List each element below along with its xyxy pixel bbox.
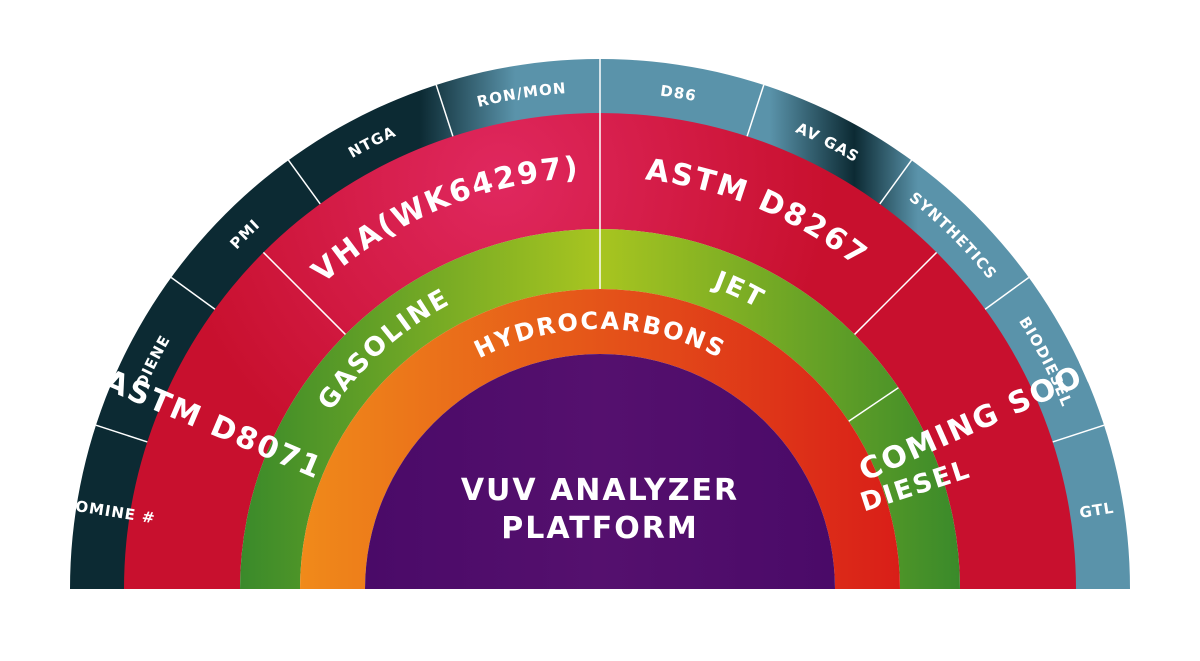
segment-dividers [95, 59, 1105, 443]
astm-divider [854, 251, 938, 335]
outer-ring [70, 59, 1130, 589]
center-title-line2: PLATFORM [501, 511, 698, 546]
outer-divider [95, 424, 148, 443]
fuel-ring [240, 229, 960, 589]
hydrocarbons-ring [300, 289, 900, 589]
outer-divider [287, 159, 321, 205]
center-title-line1: VUV ANALYZER [461, 473, 739, 508]
astm-ring [124, 113, 1076, 589]
outer-divider [879, 159, 913, 205]
outer-label-d86: D86 [659, 82, 698, 106]
outer-label-gtl: GTL [1078, 499, 1115, 522]
outer-divider [1052, 424, 1105, 443]
outer-divider [435, 84, 454, 137]
outer-divider [746, 84, 765, 137]
outer-divider [170, 276, 216, 310]
astm-divider [262, 251, 346, 335]
center-disc [365, 354, 835, 589]
fuel-divider [848, 387, 899, 422]
outer-divider [984, 276, 1030, 310]
